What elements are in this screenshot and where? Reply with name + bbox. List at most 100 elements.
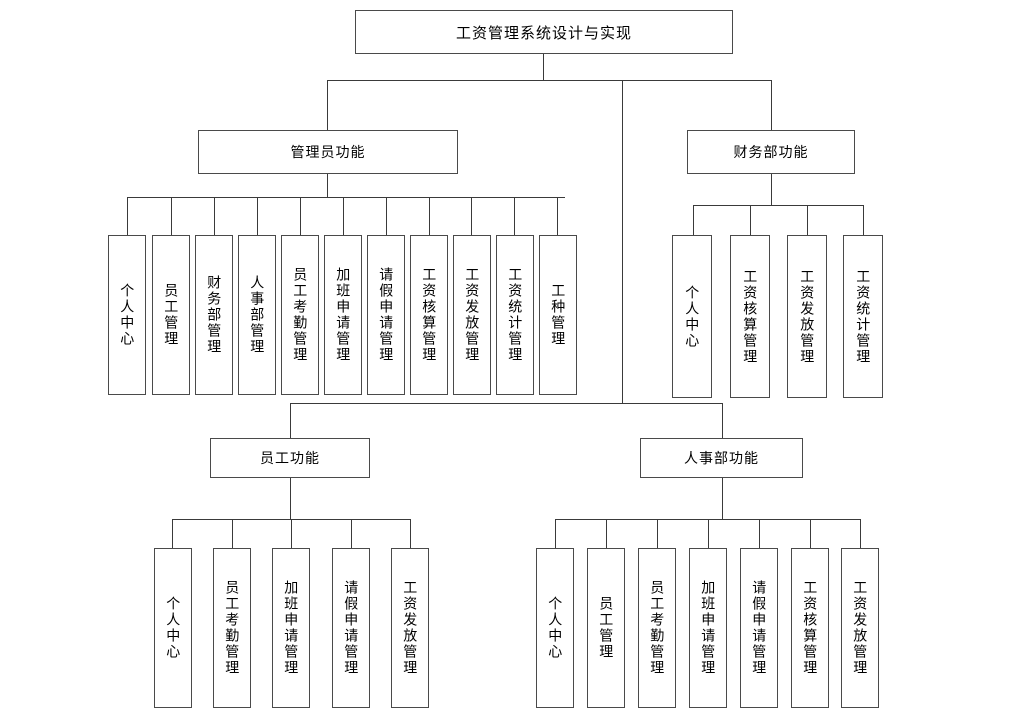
node-branch-finance-label: 财务部功能: [733, 144, 809, 160]
node-leaf-admin-1[interactable]: 员工管理: [152, 235, 190, 395]
node-leaf-admin-6[interactable]: 请假申请管理: [367, 235, 405, 395]
node-leaf-employee-1[interactable]: 员工考勤管理: [213, 548, 251, 708]
connector-admin-leaf-8: [471, 197, 472, 235]
connector-to-hr: [722, 403, 723, 438]
connector-admin-leaf-0: [127, 197, 128, 235]
connector-admin-leaf-9: [514, 197, 515, 235]
node-leaf-hr-6[interactable]: 工资发放管理: [841, 548, 879, 708]
node-leaf-employee-4[interactable]: 工资发放管理: [391, 548, 429, 708]
connector-hr-leaf-6: [860, 519, 861, 548]
connector-finance-trunk: [771, 174, 772, 205]
node-leaf-admin-7-label: 工资核算管理: [421, 267, 438, 363]
node-leaf-admin-4-label: 员工考勤管理: [292, 267, 309, 363]
node-leaf-employee-1-label: 员工考勤管理: [224, 580, 241, 676]
node-leaf-admin-0[interactable]: 个人中心: [108, 235, 146, 395]
connector-level1-bus: [327, 80, 723, 81]
connector-lower-trunk: [622, 80, 623, 403]
connector-to-admin: [327, 80, 328, 130]
node-leaf-admin-10[interactable]: 工种管理: [539, 235, 577, 395]
connector-to-finance: [771, 80, 772, 130]
connector-admin-leaf-10: [557, 197, 558, 235]
node-branch-finance[interactable]: 财务部功能: [687, 130, 855, 174]
node-leaf-finance-3-label: 工资统计管理: [855, 268, 872, 365]
connector-admin-trunk: [327, 174, 328, 197]
node-leaf-hr-5-label: 工资核算管理: [802, 580, 819, 676]
node-leaf-admin-1-label: 员工管理: [163, 283, 180, 347]
node-branch-hr[interactable]: 人事部功能: [640, 438, 803, 478]
connector-employee-trunk: [290, 478, 291, 519]
connector-employee-leaf-1: [232, 519, 233, 548]
connector-finance-bus: [693, 205, 864, 206]
connector-hr-leaf-1: [606, 519, 607, 548]
node-leaf-finance-1[interactable]: 工资核算管理: [730, 235, 770, 398]
node-leaf-hr-1[interactable]: 员工管理: [587, 548, 625, 708]
node-leaf-admin-9[interactable]: 工资统计管理: [496, 235, 534, 395]
node-leaf-admin-3-label: 人事部管理: [249, 275, 266, 355]
node-leaf-admin-5-label: 加班申请管理: [335, 267, 352, 363]
node-leaf-finance-0[interactable]: 个人中心: [672, 235, 712, 398]
node-branch-hr-label: 人事部功能: [684, 450, 759, 466]
connector-admin-leaf-2: [214, 197, 215, 235]
node-leaf-hr-3[interactable]: 加班申请管理: [689, 548, 727, 708]
node-leaf-employee-0-label: 个人中心: [165, 596, 182, 660]
node-leaf-hr-0[interactable]: 个人中心: [536, 548, 574, 708]
node-root-label: 工资管理系统设计与实现: [455, 24, 632, 42]
connector-finance-leaf-0: [693, 205, 694, 235]
node-leaf-employee-2[interactable]: 加班申请管理: [272, 548, 310, 708]
connector-finance-leaf-2: [807, 205, 808, 235]
node-leaf-employee-3-label: 请假申请管理: [343, 580, 360, 676]
node-leaf-hr-5[interactable]: 工资核算管理: [791, 548, 829, 708]
node-leaf-finance-2[interactable]: 工资发放管理: [787, 235, 827, 398]
connector-admin-leaf-4: [300, 197, 301, 235]
node-leaf-admin-6-label: 请假申请管理: [378, 267, 395, 363]
node-branch-admin-label: 管理员功能: [290, 144, 366, 160]
connector-admin-leaf-5: [343, 197, 344, 235]
connector-level1-bus-right: [622, 80, 772, 81]
node-leaf-hr-0-label: 个人中心: [547, 596, 564, 660]
node-leaf-finance-0-label: 个人中心: [684, 284, 701, 349]
node-leaf-hr-2-label: 员工考勤管理: [649, 580, 666, 676]
node-leaf-admin-8[interactable]: 工资发放管理: [453, 235, 491, 395]
connector-to-employee: [290, 403, 291, 438]
node-leaf-hr-2[interactable]: 员工考勤管理: [638, 548, 676, 708]
node-leaf-admin-5[interactable]: 加班申请管理: [324, 235, 362, 395]
connector-admin-leaf-3: [257, 197, 258, 235]
node-leaf-hr-4-label: 请假申请管理: [751, 580, 768, 676]
connector-employee-leaf-0: [172, 519, 173, 548]
node-leaf-employee-0[interactable]: 个人中心: [154, 548, 192, 708]
connector-finance-leaf-3: [863, 205, 864, 235]
connector-employee-leaf-3: [351, 519, 352, 548]
node-leaf-employee-2-label: 加班申请管理: [283, 580, 300, 676]
connector-employee-leaf-2: [291, 519, 292, 548]
node-leaf-hr-3-label: 加班申请管理: [700, 580, 717, 676]
connector-admin-leaf-6: [386, 197, 387, 235]
node-leaf-hr-1-label: 员工管理: [598, 596, 615, 660]
node-leaf-admin-10-label: 工种管理: [550, 283, 567, 347]
node-leaf-admin-3[interactable]: 人事部管理: [238, 235, 276, 395]
node-leaf-hr-4[interactable]: 请假申请管理: [740, 548, 778, 708]
connector-employee-leaf-4: [410, 519, 411, 548]
node-leaf-admin-4[interactable]: 员工考勤管理: [281, 235, 319, 395]
connector-hr-leaf-4: [759, 519, 760, 548]
connector-admin-bus: [127, 197, 565, 198]
node-branch-admin[interactable]: 管理员功能: [198, 130, 458, 174]
node-leaf-finance-1-label: 工资核算管理: [742, 268, 759, 365]
node-branch-employee[interactable]: 员工功能: [210, 438, 370, 478]
node-leaf-hr-6-label: 工资发放管理: [852, 580, 869, 676]
node-leaf-employee-3[interactable]: 请假申请管理: [332, 548, 370, 708]
connector-hr-leaf-3: [708, 519, 709, 548]
node-branch-employee-label: 员工功能: [260, 450, 320, 466]
node-leaf-finance-3[interactable]: 工资统计管理: [843, 235, 883, 398]
connector-hr-leaf-5: [810, 519, 811, 548]
node-leaf-admin-2[interactable]: 财务部管理: [195, 235, 233, 395]
connector-admin-leaf-1: [171, 197, 172, 235]
connector-finance-leaf-1: [750, 205, 751, 235]
node-root[interactable]: 工资管理系统设计与实现: [355, 10, 733, 54]
node-leaf-finance-2-label: 工资发放管理: [799, 268, 816, 365]
node-leaf-admin-0-label: 个人中心: [119, 283, 136, 347]
node-leaf-admin-8-label: 工资发放管理: [464, 267, 481, 363]
connector-hr-trunk: [722, 478, 723, 519]
node-leaf-admin-9-label: 工资统计管理: [507, 267, 524, 363]
node-leaf-admin-7[interactable]: 工资核算管理: [410, 235, 448, 395]
